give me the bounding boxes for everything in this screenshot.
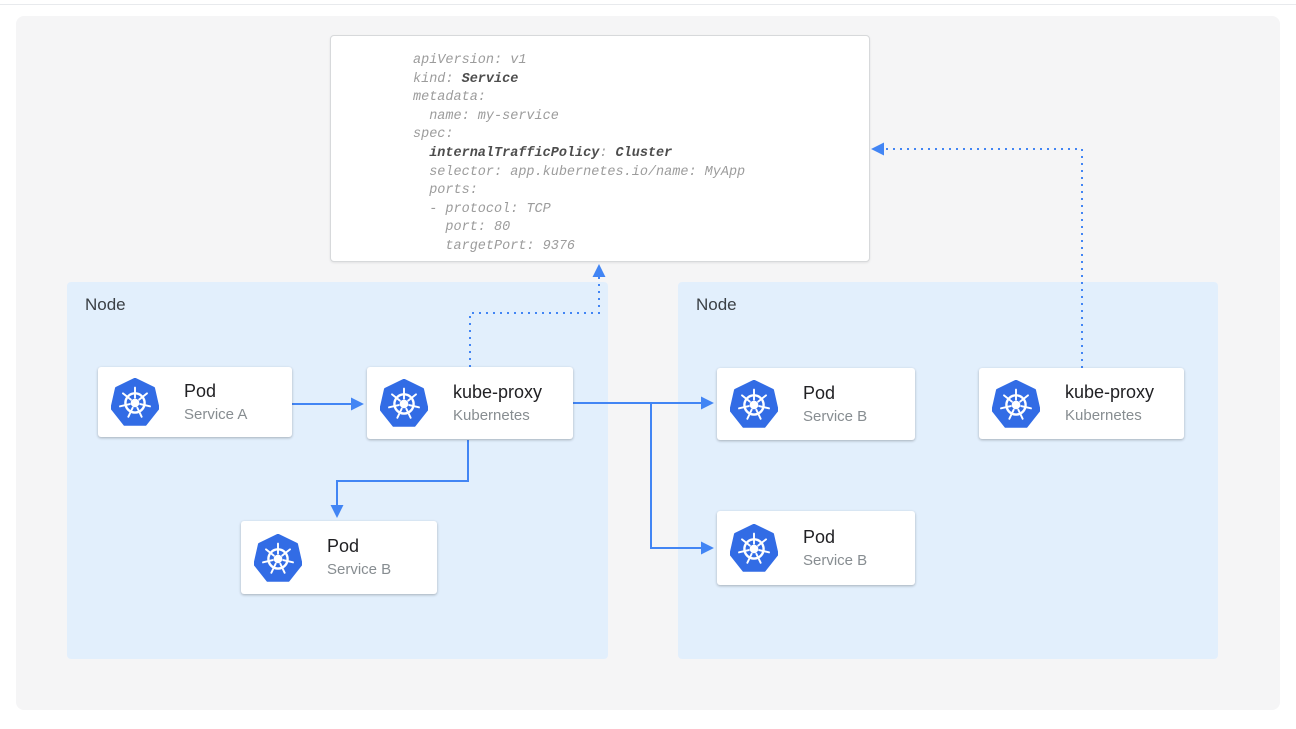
- card-subtitle: Kubernetes: [1065, 407, 1142, 424]
- card-subtitle: Service B: [803, 551, 868, 569]
- kubernetes-icon: [254, 533, 302, 582]
- card-subtitle: Kubernetes: [453, 406, 530, 424]
- card-subtitle: Service A: [184, 405, 248, 423]
- card-title: Pod: [803, 526, 836, 547]
- kubernetes-icon: [380, 379, 428, 427]
- pod-service-a-card: Pod Service A: [98, 367, 292, 437]
- kubernetes-icon: [730, 380, 778, 428]
- top-divider: [0, 4, 1296, 5]
- node-label: Node: [85, 295, 126, 314]
- node-panel-left: Node: [67, 282, 608, 659]
- pod-service-b-left-card: Pod Service B: [241, 521, 437, 594]
- pod-service-b-right-top-card: Pod Service B: [717, 368, 915, 440]
- card-title: Pod: [327, 536, 360, 556]
- kubernetes-icon: [111, 378, 159, 426]
- kubernetes-icon: [992, 379, 1040, 428]
- card-subtitle: Service B: [803, 407, 868, 425]
- card-title: Pod: [803, 382, 836, 403]
- card-subtitle: Service B: [327, 561, 392, 578]
- kube-proxy-left-card: kube-proxy Kubernetes: [367, 367, 573, 439]
- kubernetes-icon: [730, 524, 778, 572]
- card-title: kube-proxy: [1065, 382, 1155, 402]
- pod-service-b-right-bottom-card: Pod Service B: [717, 511, 915, 585]
- node-label: Node: [696, 295, 737, 314]
- kube-proxy-right-card: kube-proxy Kubernetes: [979, 368, 1184, 439]
- card-title: Pod: [184, 380, 217, 401]
- node-panel-right: Node: [678, 282, 1218, 659]
- card-title: kube-proxy: [453, 381, 543, 402]
